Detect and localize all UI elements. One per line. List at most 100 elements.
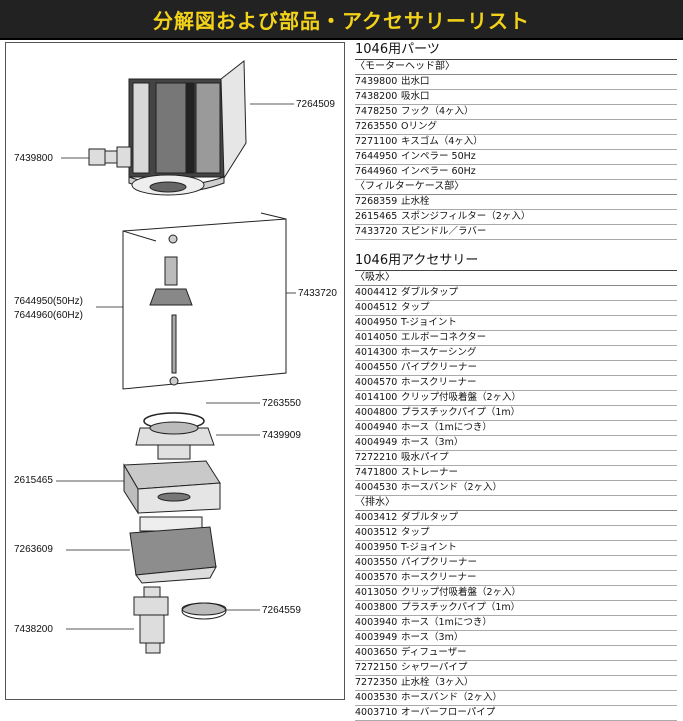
part-code: 4013050	[355, 587, 398, 598]
sponge-drawing	[123, 460, 221, 515]
label-intake: 7438200	[14, 624, 53, 635]
part-name: オーバーフローパイプ	[401, 707, 496, 718]
part-name: Oリング	[401, 121, 437, 132]
page-title: 分解図および部品・アクセサリーリスト	[153, 8, 530, 33]
part-name: エルボーコネクター	[401, 332, 487, 343]
part-code: 7272210	[355, 452, 398, 463]
part-code: 7263550	[355, 121, 398, 132]
label-sponge: 2615465	[14, 475, 53, 486]
label-filter-top: 7439909	[262, 430, 301, 441]
part-code: 4003800	[355, 602, 398, 613]
label-outlet: 7439800	[14, 153, 53, 164]
part-code: 7272150	[355, 662, 398, 673]
part-name: ホース（3m）	[401, 632, 464, 643]
part-name: 止水栓（3ヶ入）	[401, 677, 474, 688]
label-spindle: 7433720	[298, 288, 337, 299]
label-impeller-50: 7644950(50Hz)	[14, 296, 83, 307]
part-code: 4003940	[355, 617, 398, 628]
part-code: 7438200	[355, 91, 398, 102]
label-oring: 7263550	[262, 398, 301, 409]
part-name: ダブルタップ	[401, 287, 459, 298]
part-name: ホースバンド（2ヶ入）	[401, 482, 503, 493]
accessories-title: 1046用アクセサリー	[355, 251, 677, 271]
leader-lines	[56, 103, 296, 630]
accessories-group-title: 〈排水〉	[355, 496, 677, 511]
part-name: ホースケーシング	[401, 347, 477, 358]
part-name: ホース（1mにつき）	[401, 422, 492, 433]
label-impeller-60: 7644960(60Hz)	[14, 310, 83, 321]
part-name: 吸水口	[401, 91, 430, 102]
part-name: プラスチックパイプ（1m）	[401, 602, 521, 613]
part-code: 4004949	[355, 437, 398, 448]
part-code: 7644950	[355, 151, 398, 162]
part-name: スピンドル／ラバー	[401, 226, 487, 237]
parts-title: 1046用パーツ	[355, 40, 677, 60]
part-name: フック（4ヶ入）	[401, 106, 474, 117]
part-code: 4003570	[355, 572, 398, 583]
part-name: T-ジョイント	[401, 542, 457, 553]
part-name: ダブルタップ	[401, 512, 459, 523]
part-code: 4003512	[355, 527, 398, 538]
outlet-drawing	[88, 146, 132, 168]
part-name: クリップ付吸着盤（2ヶ入）	[401, 587, 522, 598]
part-code: 7644960	[355, 166, 398, 177]
parts-group-title: 〈フィルターケース部〉	[355, 180, 677, 195]
part-code: 4003412	[355, 512, 398, 523]
part-name: クリップ付吸着盤（2ヶ入）	[401, 392, 522, 403]
part-name: T-ジョイント	[401, 317, 457, 328]
part-code: 7433720	[355, 226, 398, 237]
part-code: 4003530	[355, 692, 398, 703]
part-name: インペラー 60Hz	[401, 166, 476, 177]
filter-top-drawing	[135, 421, 215, 460]
part-code: 2615465	[355, 211, 398, 222]
part-name: 出水口	[401, 76, 430, 87]
part-code: 4003650	[355, 647, 398, 658]
part-name: パイプクリーナー	[401, 362, 478, 373]
part-code: 7272350	[355, 677, 398, 688]
part-code: 4014050	[355, 332, 398, 343]
filter-case-drawing	[129, 516, 217, 584]
part-code: 7268359	[355, 196, 398, 207]
page-title-bar: 分解図および部品・アクセサリーリスト	[0, 0, 683, 40]
motor-head-drawing	[128, 59, 247, 196]
label-stopper: 7264559	[262, 605, 301, 616]
part-code: 7478250	[355, 106, 398, 117]
part-name: タップ	[401, 302, 430, 313]
part-name: スポンジフィルター（2ヶ入）	[401, 211, 531, 222]
part-code: 4003710	[355, 707, 398, 718]
part-name: 吸水パイプ	[401, 452, 449, 463]
part-name: ディフューザー	[401, 647, 467, 658]
stopper-drawing	[181, 602, 227, 620]
part-code: 4003949	[355, 632, 398, 643]
part-code: 4014100	[355, 392, 398, 403]
part-name: キスゴム（4ヶ入）	[401, 136, 483, 147]
